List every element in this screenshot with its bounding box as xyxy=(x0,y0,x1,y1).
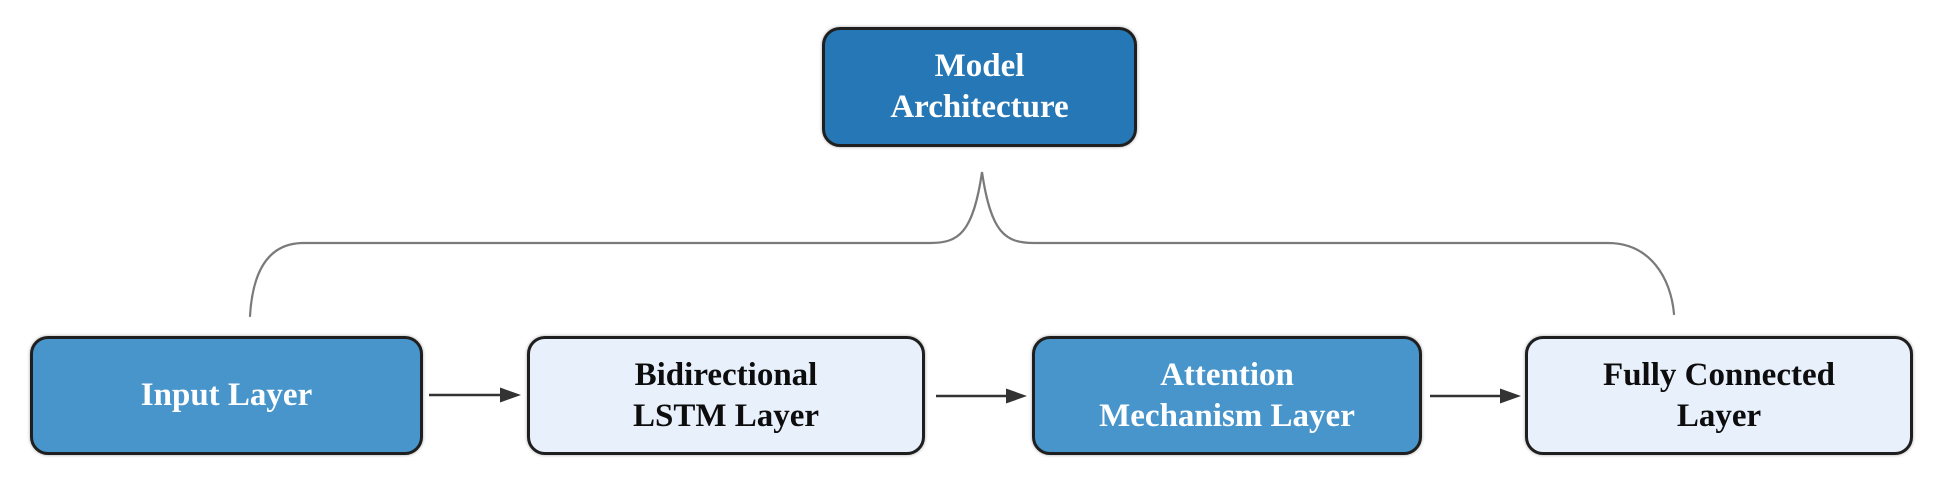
input-layer-label: Input Layer xyxy=(140,377,313,413)
input-layer-box: Input Layer xyxy=(30,336,423,455)
model-architecture-box: Model Architecture xyxy=(822,27,1137,147)
fully-connected-layer-label: Fully Connected Layer xyxy=(1603,356,1835,434)
brace-connector xyxy=(248,171,1676,318)
fully-connected-layer-box: Fully Connected Layer xyxy=(1525,336,1913,455)
arrow-bilstm-to-attention xyxy=(936,388,1027,404)
model-architecture-label: Model Architecture xyxy=(890,48,1069,125)
bidirectional-lstm-layer-box: Bidirectional LSTM Layer xyxy=(527,336,925,455)
attention-mechanism-layer-box: Attention Mechanism Layer xyxy=(1032,336,1422,455)
bidirectional-lstm-layer-label: Bidirectional LSTM Layer xyxy=(632,356,820,434)
attention-mechanism-layer-label: Attention Mechanism Layer xyxy=(1099,356,1355,434)
arrow-attention-to-fc xyxy=(1430,388,1521,404)
arrow-input-to-bilstm xyxy=(429,387,521,403)
